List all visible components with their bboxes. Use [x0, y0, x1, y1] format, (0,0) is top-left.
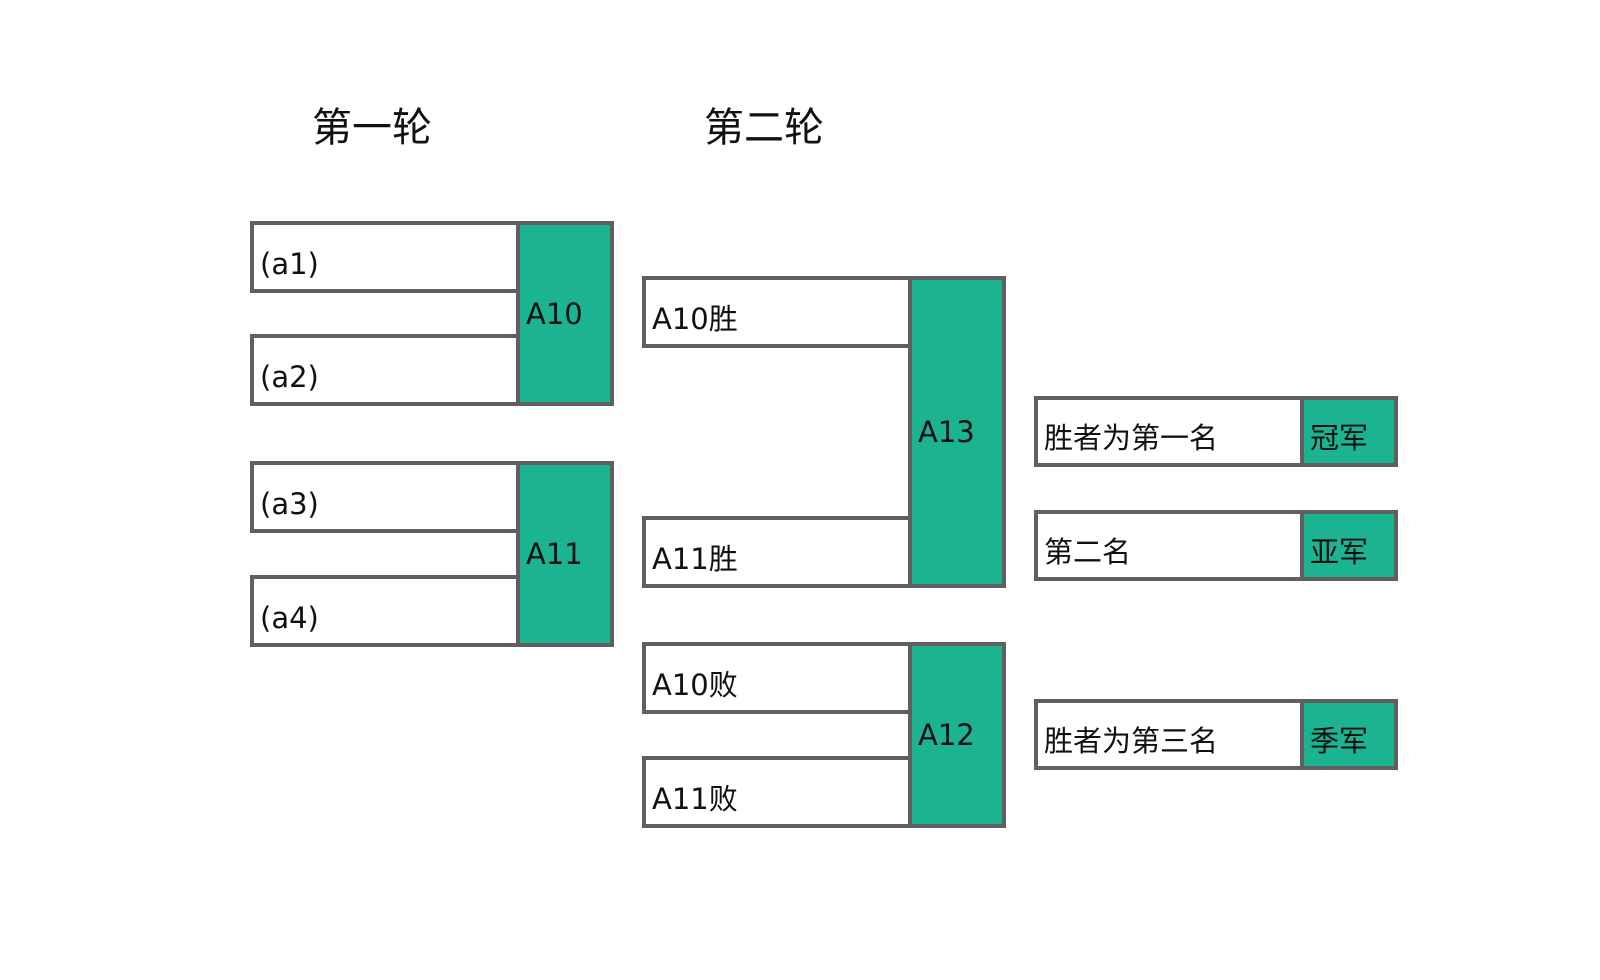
entrant-label: (a1)	[260, 247, 319, 281]
result-runner-up: 亚军	[1300, 510, 1398, 581]
round1-match-a10: A10	[516, 221, 614, 406]
round1-match-a11: A11	[516, 461, 614, 647]
round2-entrant-a10-loser: A10败	[642, 642, 914, 714]
result-first-place-description: 胜者为第一名	[1034, 396, 1306, 467]
round1-entrant-a2: (a2)	[250, 334, 522, 406]
round2-entrant-a10-winner: A10胜	[642, 276, 914, 348]
result-description: 胜者为第三名	[1044, 724, 1219, 758]
result-title: 亚军	[1310, 535, 1369, 569]
round1-entrant-a3: (a3)	[250, 461, 522, 533]
match-label: A12	[918, 718, 975, 752]
entrant-label: (a3)	[260, 487, 319, 521]
result-champion: 冠军	[1300, 396, 1398, 467]
entrant-label: (a2)	[260, 360, 319, 394]
result-description: 胜者为第一名	[1044, 421, 1219, 455]
match-label: A11	[526, 537, 583, 571]
result-title: 冠军	[1310, 421, 1369, 455]
result-description: 第二名	[1044, 535, 1132, 569]
result-third-place: 季军	[1300, 699, 1398, 770]
result-third-place-description: 胜者为第三名	[1034, 699, 1306, 770]
round-1-heading: 第一轮	[312, 105, 432, 151]
round1-entrant-a1: (a1)	[250, 221, 522, 293]
match-label: A10	[526, 296, 583, 331]
entrant-label: A10胜	[652, 302, 738, 336]
result-second-place-description: 第二名	[1034, 510, 1306, 581]
result-title: 季军	[1310, 724, 1369, 758]
entrant-label: A11胜	[652, 542, 738, 576]
round-2-heading: 第二轮	[704, 105, 824, 151]
match-label: A13	[918, 415, 975, 449]
entrant-label: A11败	[652, 782, 738, 816]
round2-entrant-a11-winner: A11胜	[642, 516, 914, 588]
entrant-label: (a4)	[260, 601, 319, 635]
round2-entrant-a11-loser: A11败	[642, 756, 914, 828]
entrant-label: A10败	[652, 668, 738, 702]
round2-match-a13: A13	[908, 276, 1006, 588]
round2-match-a12: A12	[908, 642, 1006, 828]
round1-entrant-a4: (a4)	[250, 575, 522, 647]
